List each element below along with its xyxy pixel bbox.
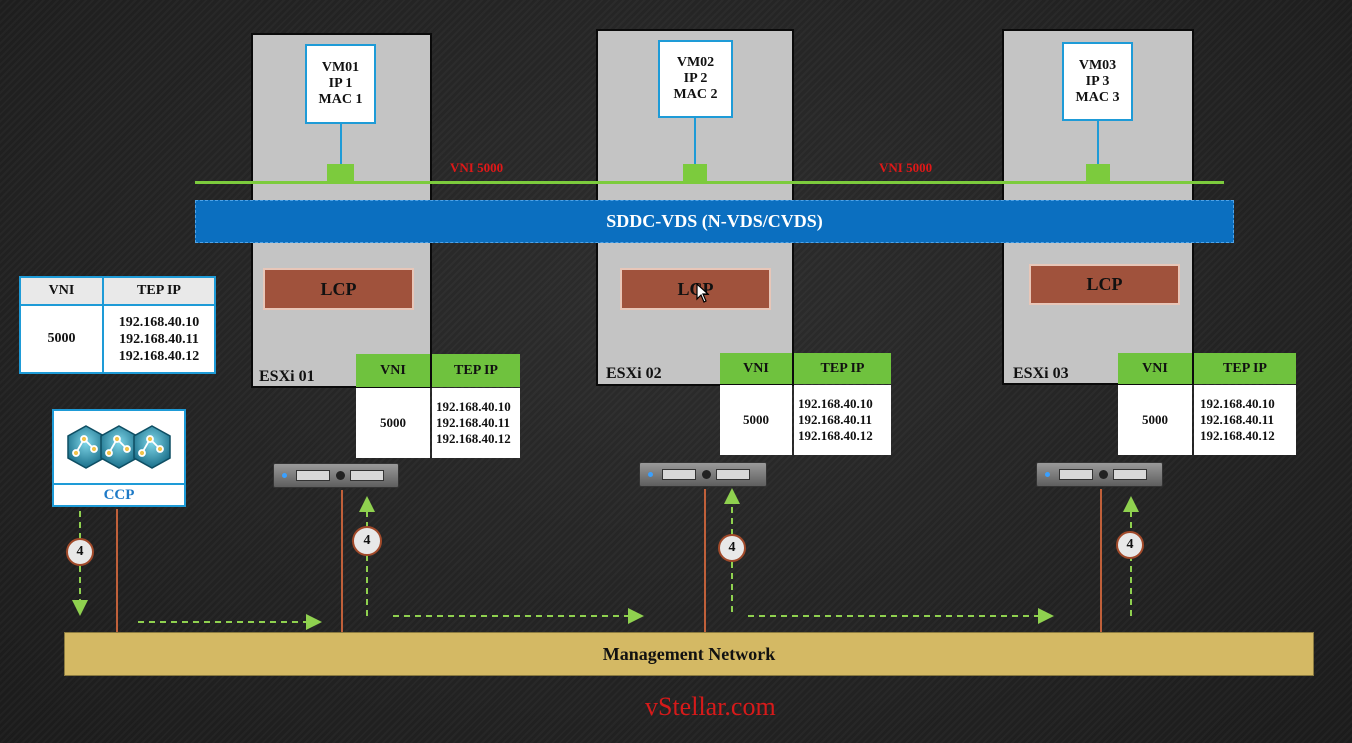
vm-link-3 [1097,121,1099,164]
lcp-label: LCP [1086,274,1123,294]
tep-ip: 192.168.40.11 [119,331,199,347]
step-badge-host2: 4 [718,534,746,562]
host1-table-header-vni: VNI [356,354,430,387]
tep-ip: 192.168.40.12 [118,348,200,364]
step-badge-ccp: 4 [66,538,94,566]
ccp-table-ips: 192.168.40.10 192.168.40.11 192.168.40.1… [104,306,214,372]
host3-table-ips: 192.168.40.10 192.168.40.11 192.168.40.1… [1194,385,1296,455]
vm-mac: MAC 3 [1075,89,1120,105]
sddc-vds-bar: SDDC-VDS (N-VDS/CVDS) [195,200,1234,243]
vm-name: VM02 [676,55,715,70]
vds-label: SDDC-VDS (N-VDS/CVDS) [606,211,823,231]
host3-table-vni: 5000 [1118,385,1192,455]
lcp-label: LCP [320,278,357,299]
footer-watermark: vStellar.com [645,692,776,721]
vm-mac: MAC 2 [673,87,718,102]
server-icon-2 [639,462,767,487]
tep-ip: 192.168.40.11 [436,415,511,430]
host1-table-vni: 5000 [356,388,430,458]
tep-ip: 192.168.40.10 [118,314,200,330]
lcp-box-1: LCP [263,268,414,310]
mouse-cursor-icon [696,283,710,303]
tep-ip: 192.168.40.10 [436,399,511,414]
host1-table-header-tep: TEP IP [432,354,520,387]
ccp-table-vni: 5000 [21,306,104,372]
vm-name: VM03 [1078,57,1117,73]
vm-link-2 [694,118,696,164]
lcp-box-3: LCP [1029,264,1180,305]
host2-table-header-vni: VNI [720,353,792,384]
logical-switch-line [195,181,1224,184]
host3-table-header-tep: TEP IP [1194,353,1296,384]
tep-ip: 192.168.40.11 [798,412,873,427]
ccp-box: CCP [52,409,186,507]
step-badge-host1: 4 [352,526,382,556]
vm-box-3: VM03 IP 3 MAC 3 [1062,42,1133,121]
vm-ip: IP 2 [683,71,708,86]
host3-table-header-vni: VNI [1118,353,1192,384]
tep-ip: 192.168.40.12 [798,428,873,443]
lcp-box-2: LCP [620,268,771,310]
tep-ip: 192.168.40.12 [436,431,511,446]
vm-link-1 [340,124,342,164]
server-icon-1 [273,463,399,488]
host2-table-vni: 5000 [720,385,792,455]
host1-table-ips: 192.168.40.10 192.168.40.11 192.168.40.1… [432,388,520,458]
vm-ip: IP 3 [1085,73,1110,89]
management-network-bar: Management Network [64,632,1314,676]
vm-name: VM01 [321,60,360,75]
ccp-table-header-tep: TEP IP [104,278,214,306]
host-label-2: ESXi 02 [606,365,662,382]
switch-port-1 [327,164,354,182]
switch-port-2 [683,164,707,182]
server-icon-3 [1036,462,1163,487]
controller-cluster-icon [67,425,171,469]
host-label-1: ESXi 01 [259,368,315,385]
vm-mac: MAC 1 [318,92,363,107]
switch-port-3 [1086,164,1110,182]
ccp-label: CCP [54,483,184,505]
tep-ip: 192.168.40.10 [798,396,873,411]
management-network-label: Management Network [602,643,776,664]
ccp-tep-table: VNI TEP IP 5000 192.168.40.10 192.168.40… [19,276,216,374]
tep-ip: 192.168.40.11 [1200,412,1275,427]
tep-ip: 192.168.40.10 [1200,396,1275,411]
host-label-3: ESXi 03 [1013,365,1069,382]
vm-box-2: VM02 IP 2 MAC 2 [658,40,733,118]
host2-table-ips: 192.168.40.10 192.168.40.11 192.168.40.1… [794,385,891,455]
ccp-table-header-vni: VNI [21,278,104,306]
vni-label-1: VNI 5000 [450,160,504,175]
host2-table-header-tep: TEP IP [794,353,891,384]
step-badge-host3: 4 [1116,531,1144,559]
vm-box-1: VM01 IP 1 MAC 1 [305,44,376,124]
tep-ip: 192.168.40.12 [1200,428,1275,443]
vni-label-2: VNI 5000 [879,160,933,175]
vm-ip: IP 1 [328,76,353,91]
